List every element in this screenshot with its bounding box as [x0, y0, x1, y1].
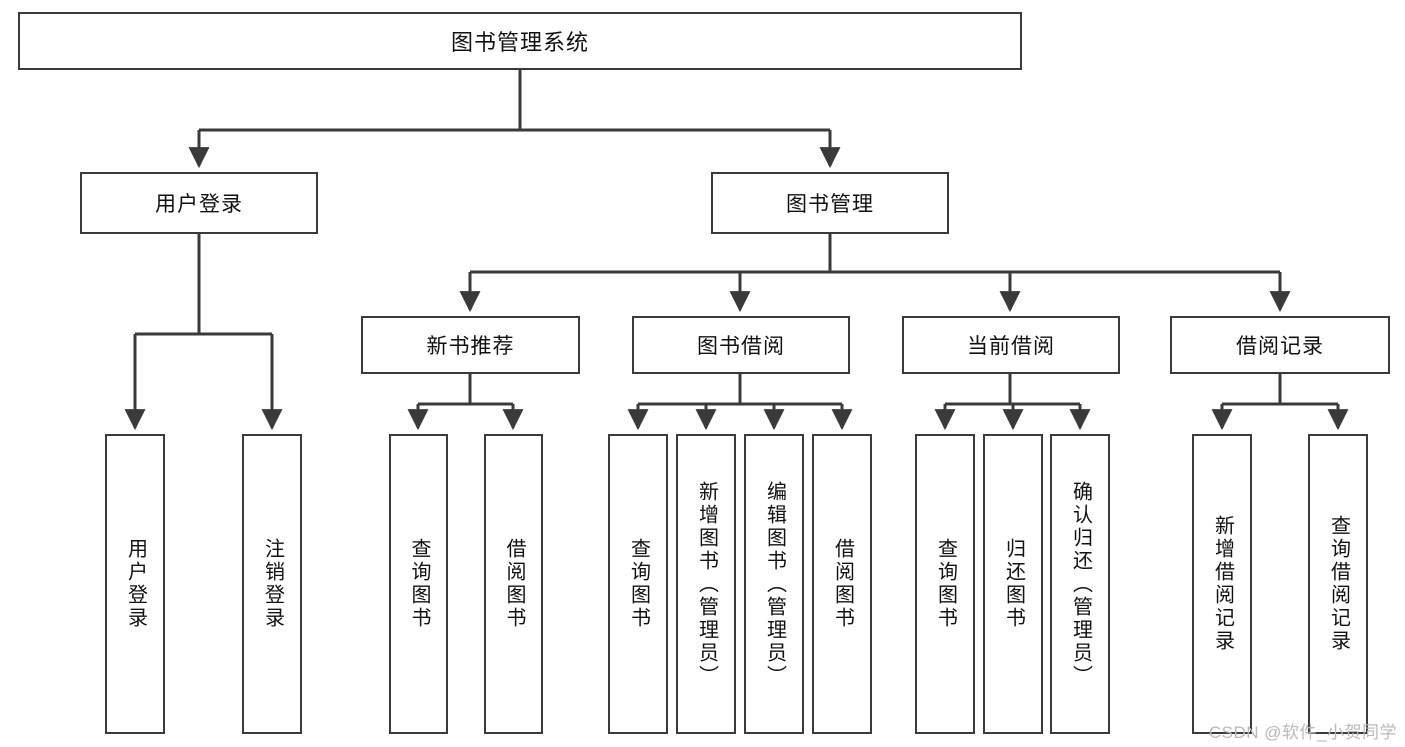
node-new-book-recommend-label: 新书推荐	[426, 335, 515, 358]
node-leaf-logout-label: 注销登录	[261, 538, 284, 630]
node-leaf-add-book-label: 新增图书（管理员）	[695, 480, 718, 688]
node-borrow-record[interactable]: 借阅记录	[1170, 316, 1390, 374]
node-leaf-return-book[interactable]: 归还图书	[983, 434, 1043, 734]
node-leaf-add-record-label: 新增借阅记录	[1211, 515, 1234, 653]
node-leaf-query-book-1-label: 查询图书	[408, 538, 430, 630]
node-leaf-user-login[interactable]: 用户登录	[105, 434, 165, 734]
node-user-login[interactable]: 用户登录	[80, 172, 318, 234]
node-book-management-label: 图书管理	[786, 193, 874, 216]
node-leaf-borrow-book-2[interactable]: 借阅图书	[812, 434, 872, 734]
node-borrow-record-label: 借阅记录	[1236, 335, 1324, 358]
node-leaf-borrow-book-2-label: 借阅图书	[831, 538, 854, 630]
node-leaf-query-record[interactable]: 查询借阅记录	[1308, 434, 1368, 734]
node-leaf-borrow-book-1[interactable]: 借阅图书	[484, 434, 543, 734]
node-book-management[interactable]: 图书管理	[711, 172, 949, 234]
node-leaf-add-book[interactable]: 新增图书（管理员）	[676, 434, 736, 734]
node-leaf-query-book-3[interactable]: 查询图书	[915, 434, 975, 734]
csdn-watermark: CSDN @软件_小贺同学	[1208, 723, 1397, 742]
node-leaf-query-record-label: 查询借阅记录	[1327, 515, 1350, 653]
node-leaf-confirm-return[interactable]: 确认归还（管理员）	[1050, 434, 1110, 734]
node-leaf-return-book-label: 归还图书	[1002, 538, 1025, 630]
node-new-book-recommend[interactable]: 新书推荐	[361, 316, 580, 374]
node-leaf-edit-book-label: 编辑图书（管理员）	[763, 480, 786, 688]
node-current-borrow-label: 当前借阅	[967, 335, 1055, 358]
node-user-login-label: 用户登录	[155, 193, 243, 216]
node-leaf-edit-book[interactable]: 编辑图书（管理员）	[744, 434, 804, 734]
node-leaf-query-book-2-label: 查询图书	[627, 538, 650, 630]
node-root-label: 图书管理系统	[450, 30, 589, 55]
node-book-borrow-label: 图书借阅	[697, 335, 785, 358]
node-root[interactable]: 图书管理系统	[18, 12, 1022, 70]
node-current-borrow[interactable]: 当前借阅	[902, 316, 1120, 374]
node-leaf-query-book-2[interactable]: 查询图书	[608, 434, 668, 734]
node-leaf-add-record[interactable]: 新增借阅记录	[1192, 434, 1252, 734]
node-leaf-borrow-book-1-label: 借阅图书	[503, 538, 525, 630]
node-leaf-query-book-3-label: 查询图书	[934, 538, 957, 630]
node-leaf-logout[interactable]: 注销登录	[242, 434, 302, 734]
node-leaf-user-login-label: 用户登录	[124, 538, 147, 630]
node-book-borrow[interactable]: 图书借阅	[632, 316, 850, 374]
node-leaf-query-book-1[interactable]: 查询图书	[389, 434, 448, 734]
node-leaf-confirm-return-label: 确认归还（管理员）	[1069, 480, 1092, 688]
